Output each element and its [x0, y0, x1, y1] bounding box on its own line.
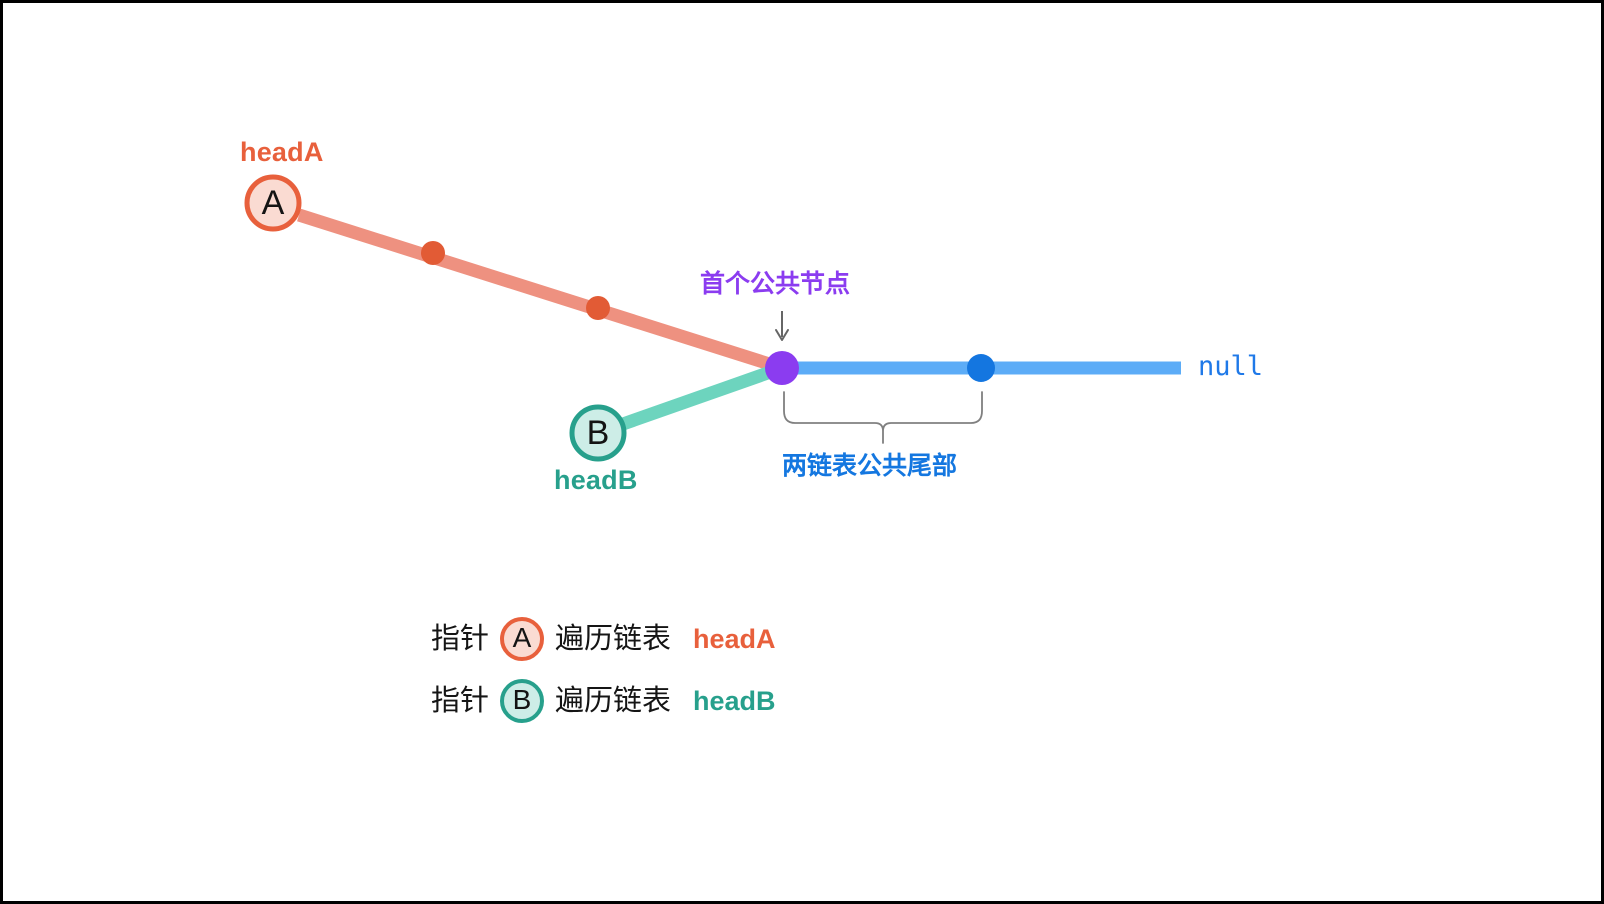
common-tail-brace [783, 391, 983, 444]
common-tail-node-1 [967, 354, 995, 382]
list-a-edge [297, 208, 784, 375]
legend-row-b-suffix: 遍历链表 [555, 684, 672, 717]
list-b-edge [620, 361, 785, 431]
list-a-node-2 [586, 296, 610, 320]
null-terminator-label: null [1198, 351, 1264, 382]
legend-row-a-suffix: 遍历链表 [555, 622, 672, 655]
head-b-node-letter: B [586, 414, 610, 452]
legend-row-b: 指针 B 遍历链表 headB [431, 670, 776, 732]
legend-row-a-prefix: 指针 [431, 622, 490, 655]
legend-row-a-name: headA [693, 623, 776, 654]
legend-marker-b-letter: B [512, 684, 532, 715]
legend-row-b-prefix: 指针 [431, 684, 490, 717]
linked-list-diagram [244, 174, 1181, 462]
first-common-node-arrow-icon [775, 311, 789, 341]
first-common-node-label: 首个公共节点 [700, 270, 851, 298]
legend-marker-a: A [500, 617, 545, 661]
legend-row-b-name: headB [693, 685, 776, 716]
head-b-node [569, 404, 627, 462]
legend-marker-a-letter: A [512, 622, 532, 653]
common-tail-label: 两链表公共尾部 [782, 452, 958, 480]
list-a-node-1 [421, 241, 445, 265]
head-a-node-letter: A [261, 184, 285, 222]
first-common-node [765, 351, 799, 385]
legend-marker-b: B [500, 679, 545, 723]
legend: 指针 A 遍历链表 headA 指针 B 遍历链表 headB [431, 608, 776, 732]
head-a-node [244, 174, 302, 232]
head-a-label: headA [240, 137, 324, 167]
head-b-label: headB [554, 465, 638, 495]
legend-row-a: 指针 A 遍历链表 headA [431, 608, 776, 670]
